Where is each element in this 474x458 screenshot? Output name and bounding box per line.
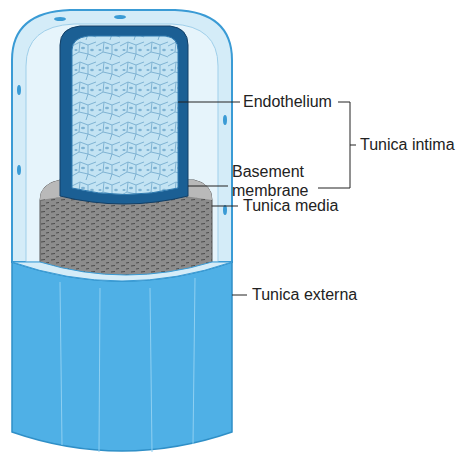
bracket <box>318 102 356 188</box>
part-label: Endothelium <box>243 92 332 111</box>
part-label: Basement membrane <box>232 162 320 200</box>
part-label: Tunica intima <box>360 135 455 154</box>
part-label: Tunica media <box>243 196 338 215</box>
part-label: Tunica externa <box>252 285 357 304</box>
